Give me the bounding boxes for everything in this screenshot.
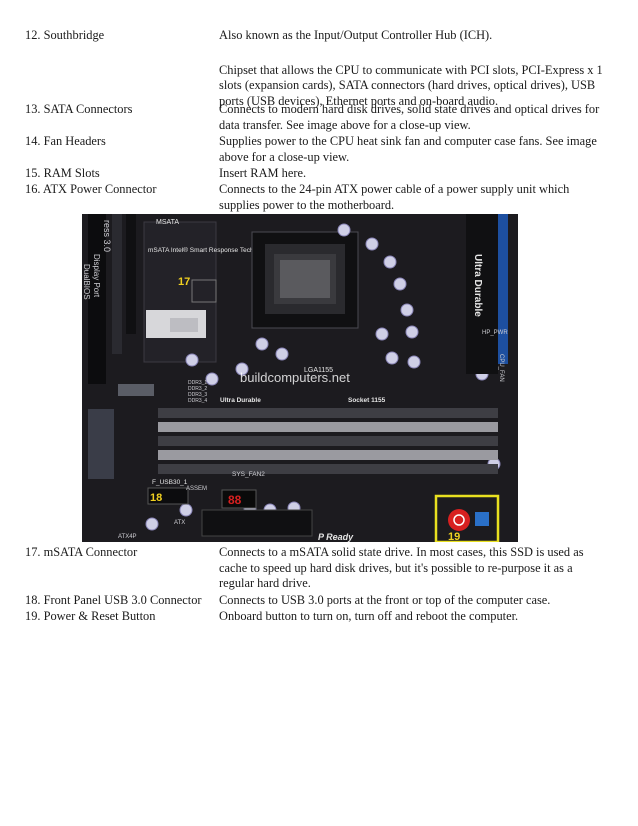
side-text-display: Display Port: [92, 254, 101, 298]
label-19: 19: [448, 531, 460, 542]
highlight-19: [434, 494, 500, 542]
side-text-dualbios: DualBIOS: [82, 264, 91, 300]
atx4p-label: ATX4P: [118, 534, 137, 540]
side-text-ress: ress 3.0: [102, 220, 112, 252]
cpu-fan-label: CPU_FAN: [498, 354, 504, 382]
item-16-desc: Connects to the 24-pin ATX power cable o…: [219, 182, 570, 212]
sys-fan-label: SYS_FAN2: [232, 471, 265, 478]
ddr3-2-label: DDR3_2: [188, 386, 207, 392]
item-12-desc-para2: Chipset that allows the CPU to communica…: [219, 62, 603, 108]
ready-label: P Ready: [318, 532, 354, 542]
item-17-term: 17. mSATA Connector: [25, 545, 138, 559]
item-18-term: 18. Front Panel USB 3.0 Connector: [25, 593, 202, 607]
item-18-desc: Connects to USB 3.0 ports at the front o…: [219, 593, 551, 607]
ddr3-4-label: DDR3_4: [188, 398, 207, 404]
item-15-term: 15. RAM Slots: [25, 166, 100, 180]
msata-label: MSATA: [156, 219, 179, 226]
assem-label: ASSEM: [186, 486, 207, 492]
label-17: 17: [178, 276, 190, 288]
item-13-desc: Connects to modern hard disk drives, sol…: [219, 102, 600, 132]
msata-chip-label: mSATA Intel® Smart Response Technology: [148, 246, 273, 254]
atx-label: ATX: [174, 520, 185, 526]
hp-pwr-label: HP_PWR: [482, 330, 508, 336]
item-17-desc: Connects to a mSATA solid state drive. I…: [219, 545, 584, 590]
blue-dimm-clip: [498, 214, 508, 364]
ultra-durable-label: Ultra Durable: [220, 397, 261, 404]
item-16-term: 16. ATX Power Connector: [25, 182, 157, 196]
item-19-desc: Onboard button to turn on, turn off and …: [219, 609, 519, 623]
ddr3-3-label: DDR3_3: [188, 392, 207, 398]
motherboard-photo: ress 3.0 Display Port DualBIOS MSATA mSA…: [82, 214, 518, 542]
watermark: buildcomputers.net: [240, 370, 350, 385]
item-14-desc: Supplies power to the CPU heat sink fan …: [219, 134, 597, 164]
item-12-desc-line1: Also known as the Input/Output Controlle…: [219, 28, 493, 42]
ultra-durable-side: Ultra Durable: [472, 254, 483, 317]
motherboard-illustration: ress 3.0 Display Port DualBIOS MSATA mSA…: [82, 214, 518, 542]
item-15-desc: Insert RAM here.: [219, 166, 307, 180]
lga-label: LGA1155: [304, 367, 333, 374]
item-19-term: 19. Power & Reset Button: [25, 609, 156, 623]
power-button: [448, 509, 470, 531]
item-12-desc: Also known as the Input/Output Controlle…: [219, 28, 604, 109]
pcie-slot: [88, 214, 106, 384]
atx-power-connector: [201, 509, 313, 537]
reset-button: [475, 512, 489, 526]
item-12-term: 12. Southbridge: [25, 28, 105, 42]
item-14-term: 14. Fan Headers: [25, 134, 106, 148]
socket-label: Socket 1155: [348, 397, 386, 404]
f-usb-label: F_USB30_1: [152, 479, 188, 486]
ram-slots: [158, 408, 498, 474]
item-13-term: 13. SATA Connectors: [25, 102, 133, 116]
svg-text:88: 88: [228, 493, 242, 507]
ddr3-1-label: DDR3_1: [188, 380, 207, 386]
label-18: 18: [150, 492, 162, 504]
